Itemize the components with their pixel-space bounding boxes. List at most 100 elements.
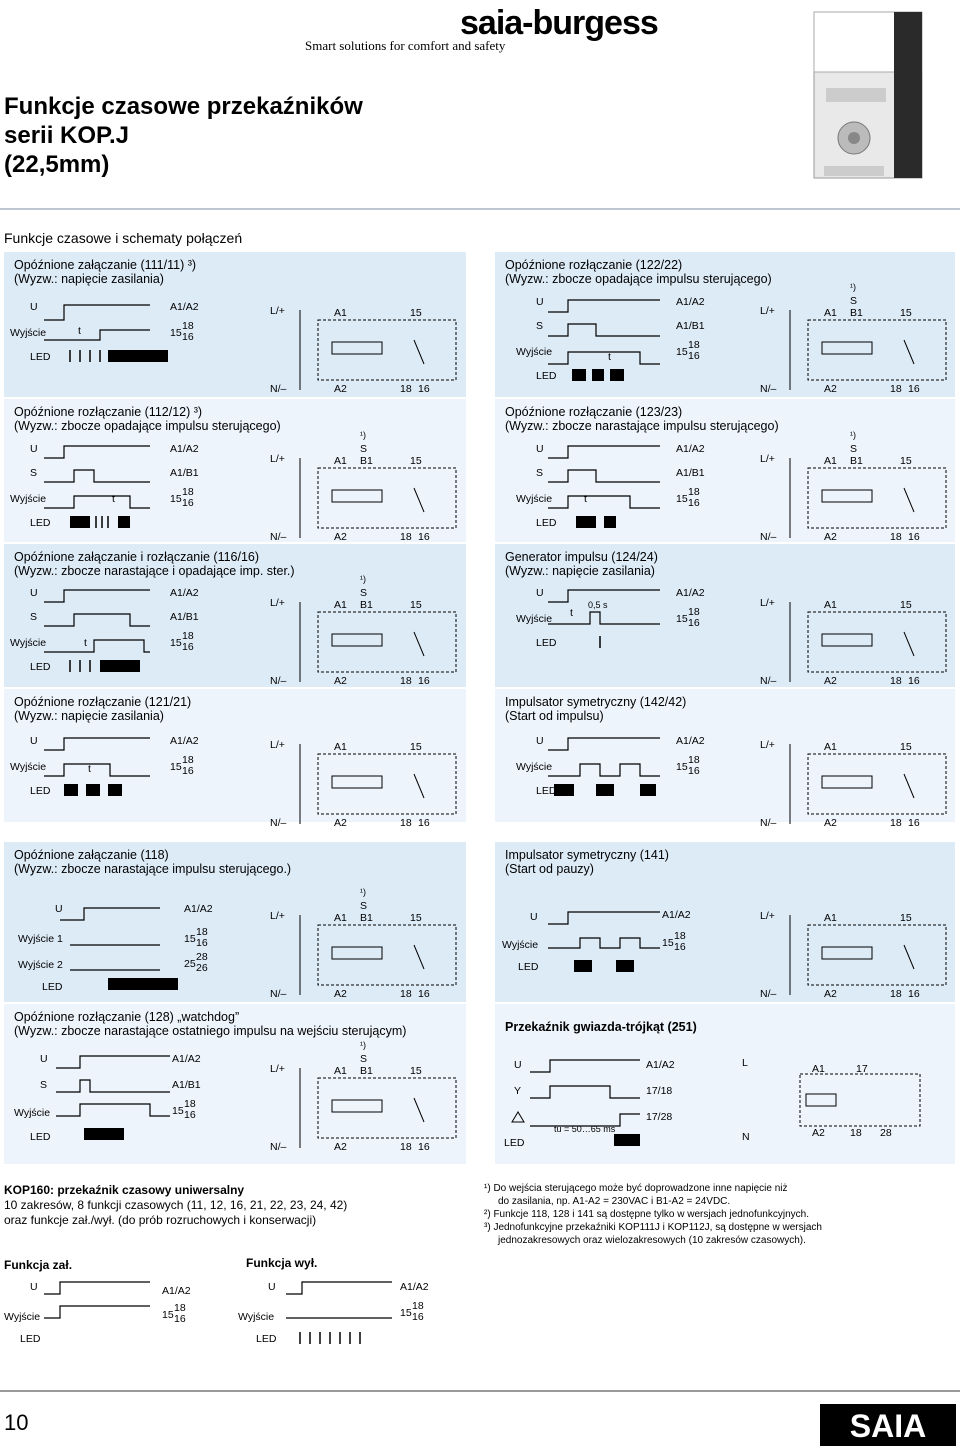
terminal-label: 16 (908, 383, 920, 395)
function-on-title: Funkcja zał. (4, 1258, 73, 1272)
led-block (596, 784, 614, 796)
coil (821, 633, 873, 647)
tagline: Smart solutions for comfort and safety (305, 38, 506, 53)
terminal-label: A2 (334, 383, 347, 395)
supply-waveform (44, 737, 150, 751)
terminal-label: A1/A2 (400, 1281, 429, 1293)
terminal-label: 18 (182, 754, 194, 766)
terminal-label: 16 (908, 675, 920, 687)
terminal-label: S (360, 900, 367, 912)
terminal-label: A1/A2 (170, 443, 199, 455)
terminal-label: B1 (850, 307, 863, 319)
control-waveform (548, 469, 660, 483)
panel-141: Impulsator symetryczny (141)(Start od pa… (495, 842, 955, 1002)
supply-label: N/– (270, 817, 287, 829)
terminal-label: 15 (410, 1065, 422, 1077)
output-waveform (548, 763, 660, 777)
page-title: Funkcje czasowe przekaźników serii KOP.J… (4, 93, 363, 178)
time-label: t (608, 351, 611, 363)
pulse-label: 0,5 s (588, 600, 608, 610)
terminal-label: 15 (676, 346, 688, 358)
terminal-label: 18 (688, 486, 700, 498)
signal-label: U (30, 1281, 38, 1293)
output-label: Wyjście (516, 493, 552, 505)
supply-label: L (742, 1057, 748, 1069)
led-block (84, 1128, 124, 1140)
terminal-label: S (850, 295, 857, 307)
terminal-label: 18 (400, 675, 412, 687)
terminal-label: 26 (196, 962, 208, 974)
supply-label: N/– (760, 988, 777, 1000)
terminal-label: 18 (400, 531, 412, 543)
contact (413, 631, 425, 657)
terminal-label: S (360, 1053, 367, 1065)
output-label: Wyjście (10, 637, 46, 649)
terminal-label: 16 (418, 531, 430, 543)
coil (331, 633, 383, 647)
contact (903, 631, 915, 657)
led-label: LED (30, 351, 51, 363)
supply-waveform (548, 737, 660, 751)
output-waveform (44, 1305, 150, 1319)
coil (331, 946, 383, 960)
signal-label: U (30, 735, 38, 747)
output-label: Wyjście (502, 939, 538, 951)
terminal-label: 15 (410, 741, 422, 753)
coil (821, 946, 873, 960)
output-waveform (548, 351, 660, 365)
contact (903, 773, 915, 799)
terminal-label: 17 (856, 1063, 868, 1075)
supply-label: L/+ (270, 305, 285, 317)
terminal-label: A1 (334, 741, 347, 753)
footnotes: ¹) Do wejścia sterującego może być dopro… (484, 1183, 822, 1246)
control-waveform (44, 613, 150, 627)
signal-label: U (536, 296, 544, 308)
terminal-label: 15 (900, 599, 912, 611)
terminal-label: 16 (688, 350, 700, 362)
terminal-label: 18 (400, 988, 412, 1000)
panel-251: Przekaźnik gwiazda-trójkąt (251) (495, 1004, 955, 1164)
relay-outline (807, 319, 947, 381)
output-waveform (44, 495, 150, 509)
terminal-label: 18 (688, 754, 700, 766)
terminal-label: 18 (184, 1098, 196, 1110)
terminal-label: 16 (674, 941, 686, 953)
output-label: Wyjście (516, 761, 552, 773)
output-label: Wyjście (14, 1107, 50, 1119)
footnote-mark: ¹) (360, 1040, 366, 1050)
terminal-label: 18 (890, 817, 902, 829)
terminal-label: A1/A2 (662, 909, 691, 921)
terminal-label: 18 (890, 383, 902, 395)
footer-rule (0, 1390, 960, 1392)
terminal-label: A1/B1 (170, 467, 199, 479)
relay-outline (807, 611, 947, 673)
time-label: t (570, 607, 573, 619)
footnote-mark: ¹) (360, 574, 366, 584)
supply-label: N/– (760, 383, 777, 395)
tu-label: tu = 50…65 ms (554, 1124, 616, 1134)
led-block (86, 784, 100, 796)
signal-label: U (40, 1053, 48, 1065)
terminal-label: B1 (360, 1065, 373, 1077)
terminal-label: A1/B1 (170, 611, 199, 623)
terminal-label: 28 (880, 1127, 892, 1139)
terminal-label: A1/B1 (676, 467, 705, 479)
kop160-description: KOP160: przekaźnik czasowy uniwersalny 1… (4, 1183, 348, 1227)
terminal-label: A1/A2 (676, 443, 705, 455)
section-title: Funkcje czasowe i schematy połączeń (4, 230, 243, 246)
coil (821, 775, 873, 789)
terminal-label: 15 (170, 761, 182, 773)
led-block (614, 1134, 640, 1146)
supply-waveform (548, 911, 660, 925)
output-label: Wyjście (516, 346, 552, 358)
led-label: LED (504, 1137, 525, 1149)
terminal-label: B1 (360, 455, 373, 467)
terminal-label: A2 (334, 1141, 347, 1153)
signal-label: S (536, 467, 543, 479)
led-label: LED (30, 661, 51, 673)
control-waveform (548, 323, 660, 337)
terminal-label: A2 (824, 531, 837, 543)
contact (903, 487, 915, 513)
led-block (592, 369, 604, 381)
